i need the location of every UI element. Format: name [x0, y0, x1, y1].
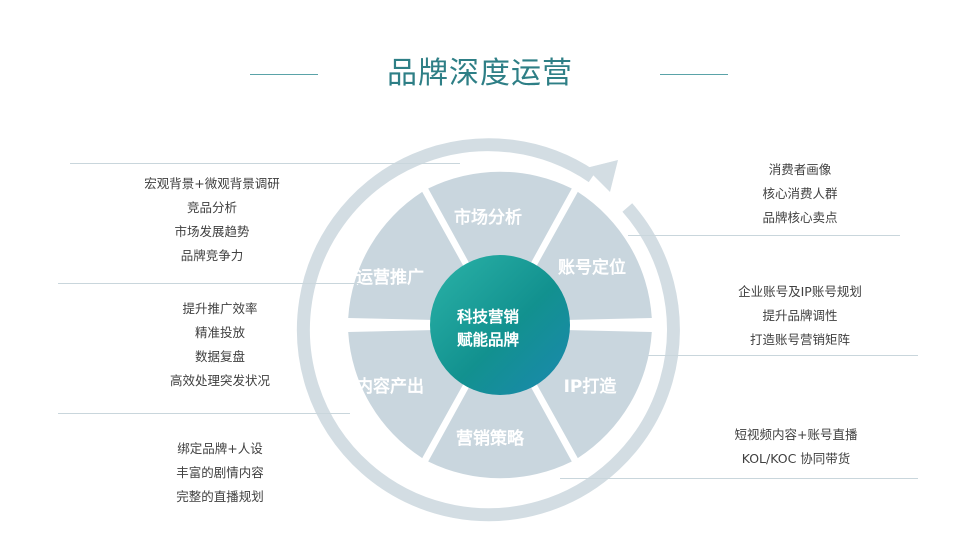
segment-label-content: 内容产出: [356, 376, 424, 397]
left-connector-2: [58, 283, 360, 284]
left-block-promotion: 提升推广效率 精准投放 数据复盘 高效处理突发状况: [90, 297, 350, 393]
right-block-item: KOL/KOC 协同带货: [741, 451, 851, 466]
right-block-item: 品牌核心卖点: [762, 210, 838, 225]
left-connector-1: [70, 163, 460, 164]
left-block-item: 高效处理突发状况: [169, 373, 270, 388]
right-connector-1: [628, 235, 900, 236]
segment-label-promotion: 运营推广: [356, 267, 424, 288]
left-block-item: 精准投放: [194, 325, 245, 340]
center-label-line2: 赋能品牌: [457, 330, 520, 349]
left-block-item: 提升推广效率: [182, 301, 258, 316]
segment-account-positioning: [535, 191, 652, 320]
center-label-line1: 科技营销: [457, 307, 520, 326]
segment-label-account: 账号定位: [558, 257, 626, 278]
outer-ring-arc: [296, 138, 680, 522]
right-block-item: 企业账号及IP账号规划: [738, 284, 862, 299]
title-left-rule: [250, 74, 318, 75]
right-block-item: 短视频内容+账号直播: [734, 427, 858, 442]
left-block-item: 市场发展趋势: [174, 224, 250, 239]
right-block-item: 核心消费人群: [762, 186, 838, 201]
left-block-item: 宏观背景+微观背景调研: [144, 176, 280, 191]
right-block-item: 打造账号营销矩阵: [749, 332, 850, 347]
left-block-content: 绑定品牌+人设 丰富的剧情内容 完整的直播规划: [90, 437, 350, 509]
left-connector-3: [58, 413, 350, 414]
segment-marketing-strategy: [428, 385, 572, 479]
right-block-item: 消费者画像: [768, 162, 832, 177]
ring-arrowhead-icon: [586, 160, 618, 192]
segment-ip-building: [535, 330, 652, 459]
title-right-rule: [660, 74, 728, 75]
center-circle: [430, 255, 570, 395]
segment-label-ip: IP打造: [564, 376, 618, 397]
segment-label-strategy: 营销策略: [456, 428, 525, 449]
left-block-item: 竞品分析: [186, 200, 237, 215]
right-block-account: 消费者画像 核心消费人群 品牌核心卖点: [670, 158, 930, 230]
right-connector-2: [648, 355, 918, 356]
segment-market-analysis: [428, 171, 572, 265]
right-block-item: 提升品牌调性: [762, 308, 838, 323]
segment-group: [348, 171, 652, 479]
right-block-ip: 企业账号及IP账号规划 提升品牌调性 打造账号营销矩阵: [670, 280, 930, 352]
segment-operation-promotion: [348, 191, 465, 320]
left-block-item: 丰富的剧情内容: [176, 465, 264, 480]
right-block-strategy: 短视频内容+账号直播 KOL/KOC 协同带货: [666, 423, 926, 471]
segment-content-output: [348, 330, 465, 459]
left-block-item: 品牌竞争力: [180, 248, 244, 263]
right-connector-3: [560, 478, 918, 479]
left-block-item: 绑定品牌+人设: [177, 441, 263, 456]
segment-label-market: 市场分析: [454, 207, 522, 228]
left-block-market: 宏观背景+微观背景调研 竞品分析 市场发展趋势 品牌竞争力: [82, 172, 342, 268]
left-block-item: 数据复盘: [194, 349, 245, 364]
page-title: 品牌深度运营: [387, 56, 573, 91]
left-block-item: 完整的直播规划: [176, 489, 264, 504]
